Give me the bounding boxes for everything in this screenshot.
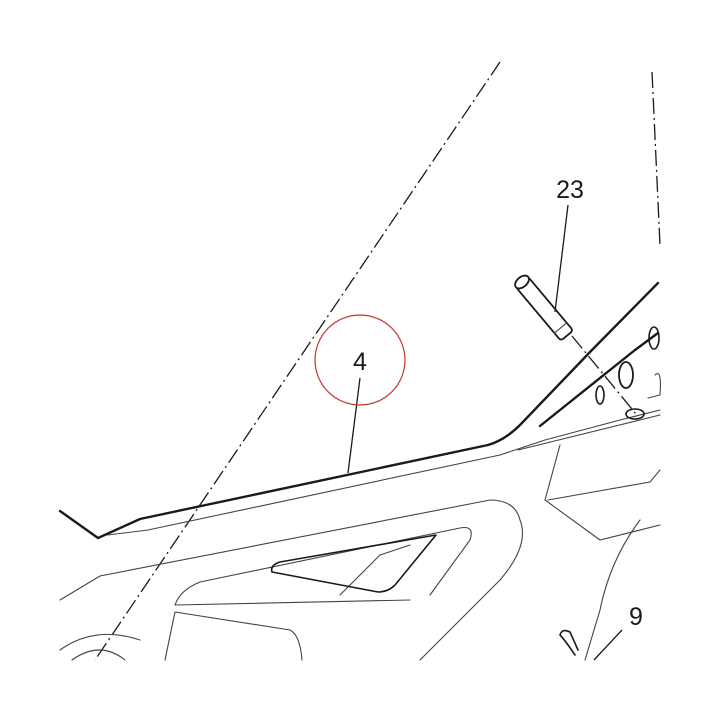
frame-lower-left-ring: [59, 633, 141, 661]
bracket-hole-small: [595, 385, 605, 405]
pin-chamfer: [553, 322, 568, 334]
frame-slot-outline: [339, 544, 411, 596]
small-part-9: [559, 629, 579, 656]
centerline-left: [94, 61, 501, 661]
leader-9: [593, 629, 623, 661]
bracket-notch: [647, 373, 661, 399]
centerline-right: [651, 71, 661, 246]
pin-axis-line: [571, 335, 637, 415]
frame-inner-edge-mid: [517, 414, 661, 451]
frame-slot: [270, 534, 437, 593]
frame-lower-right: [584, 519, 641, 661]
callout-23: 23: [556, 176, 584, 204]
frame-web-left: [59, 575, 101, 601]
frame-inner-edge-upper: [107, 409, 661, 536]
callout-4: 4: [353, 348, 367, 376]
pin-head: [514, 274, 530, 290]
pin-part: [514, 274, 573, 341]
highlight-ring: [314, 314, 406, 406]
frame-web-lower: [174, 599, 411, 606]
pin-bore: [625, 408, 645, 420]
bracket-hole-large: [618, 361, 634, 389]
frame-web-upper: [99, 499, 524, 661]
leader-4: [347, 377, 361, 474]
frame-rib-right: [544, 444, 661, 541]
frame-lower-diagonal: [538, 331, 660, 428]
frame-rib-right-inner: [547, 469, 661, 501]
bracket-hole-upper: [648, 326, 660, 350]
frame-top-edge: [58, 281, 660, 540]
frame-part: [58, 281, 661, 661]
frame-web-curve: [174, 526, 472, 606]
bracket-holes: [595, 326, 661, 420]
leader-23: [554, 204, 569, 313]
callout-9: 9: [629, 603, 643, 631]
frame-lightening-hole-left: [164, 611, 303, 661]
